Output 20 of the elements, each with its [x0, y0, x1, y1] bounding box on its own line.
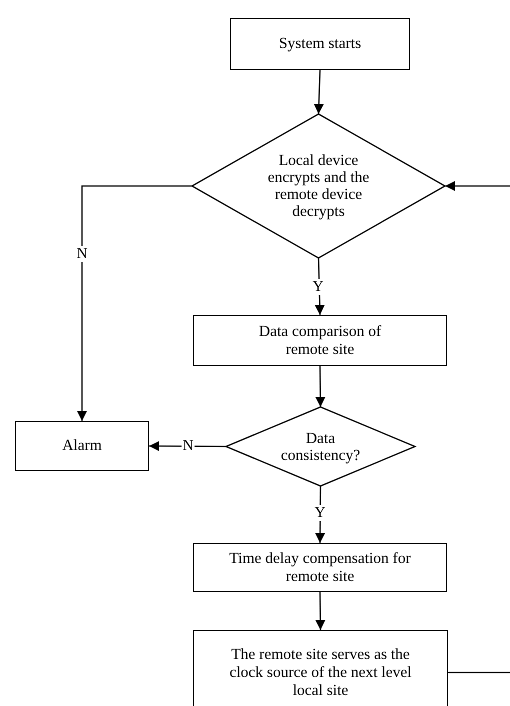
decision-diamond — [192, 114, 445, 258]
edge-label: Y — [312, 279, 324, 295]
decision-text: Local device encrypts and the remote device decrypts — [266, 152, 370, 220]
arrow — [315, 592, 326, 630]
decision-text: Data consistency? — [280, 430, 362, 464]
arrow — [77, 185, 192, 421]
arrow — [315, 486, 326, 543]
process-box: The remote site serves as the clock source of the next level local site — [193, 630, 448, 706]
arrow — [149, 441, 226, 452]
arrow — [445, 181, 510, 674]
arrow — [314, 70, 324, 114]
edge-label: N — [76, 246, 88, 262]
process-box: Time delay compensation for remote site — [193, 543, 447, 592]
edge-label: Y — [314, 505, 326, 521]
process-box: System starts — [230, 18, 410, 70]
process-box: Data comparison of remote site — [193, 315, 447, 366]
process-box: Alarm — [15, 421, 149, 471]
arrow — [314, 258, 325, 316]
arrow — [315, 366, 326, 407]
decision-diamond — [226, 407, 415, 486]
